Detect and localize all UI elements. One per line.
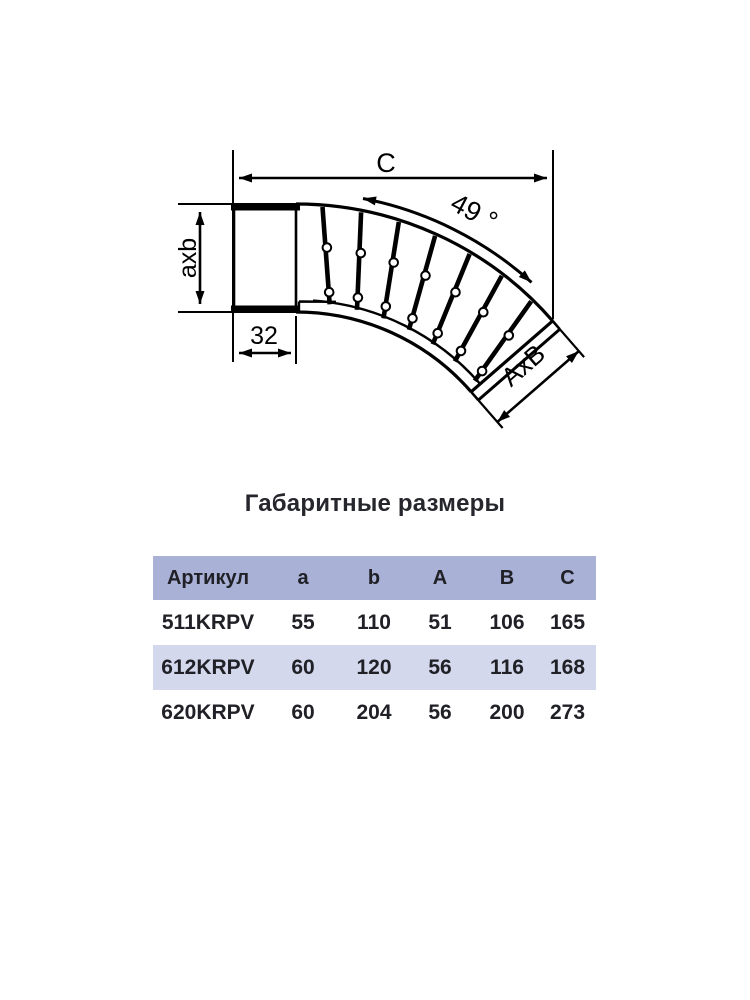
table-cell: 120 xyxy=(356,655,392,679)
article-cell: 511KRPV xyxy=(161,610,255,634)
column-header-B: B xyxy=(499,566,515,589)
dimension-32: 32 xyxy=(239,322,291,358)
dimension-c: C xyxy=(239,148,547,183)
duct-body xyxy=(295,202,561,402)
duct-inner-arc xyxy=(295,310,473,393)
column-header-a: a xyxy=(297,566,309,589)
table-row: 511KRPV 55 110 51 106 165 xyxy=(153,600,596,645)
inlet-connector xyxy=(231,203,300,313)
table-row: 612KRPV 60 120 56 116 168 xyxy=(153,645,596,690)
dimension-c-label: C xyxy=(376,148,396,178)
table-cell: 200 xyxy=(489,700,525,724)
table-cell: 204 xyxy=(356,700,392,724)
table-header-row: Артикул a b A B C xyxy=(153,556,596,600)
table-row: 620KRPV 60 204 56 200 273 xyxy=(153,690,596,735)
dimension-AxB: AxB xyxy=(477,328,585,429)
rivets xyxy=(321,242,515,377)
article-cell: 620KRPV xyxy=(161,700,255,724)
dimension-axb-label: axb xyxy=(174,238,202,278)
table-cell: 168 xyxy=(549,655,586,679)
article-cell: 612KRPV xyxy=(161,655,255,679)
column-header-C: C xyxy=(560,566,575,589)
table-title: Габаритные размеры xyxy=(244,490,506,517)
table-cell: 110 xyxy=(357,610,391,634)
table-cell: 116 xyxy=(490,655,524,679)
table-cell: 51 xyxy=(428,610,452,634)
table-cell: 165 xyxy=(549,610,586,634)
column-header-b: b xyxy=(367,566,381,589)
table-cell: 56 xyxy=(428,655,452,679)
dimension-32-label: 32 xyxy=(250,322,278,350)
dimension-angle: 49 ° xyxy=(362,187,533,284)
table-cell: 60 xyxy=(291,655,315,679)
column-header-A: A xyxy=(432,566,448,589)
dimensions-table: Артикул a b A B C 511KRPV 55 110 51 106 … xyxy=(153,556,596,735)
dimension-axb: axb xyxy=(174,212,205,304)
table-cell: 56 xyxy=(428,700,452,724)
table-cell: 60 xyxy=(291,700,315,724)
duct-elbow-drawing: C 49 ° axb 32 AxB xyxy=(174,148,585,429)
duct-inner-strip xyxy=(312,299,482,385)
technical-drawing: C 49 ° axb 32 AxB xyxy=(0,0,750,475)
column-header-article: Артикул xyxy=(166,566,250,589)
duct-segment-lines xyxy=(320,206,534,383)
table-cell: 55 xyxy=(291,610,315,634)
table-cell: 273 xyxy=(549,700,586,724)
table-cell: 106 xyxy=(489,610,525,634)
